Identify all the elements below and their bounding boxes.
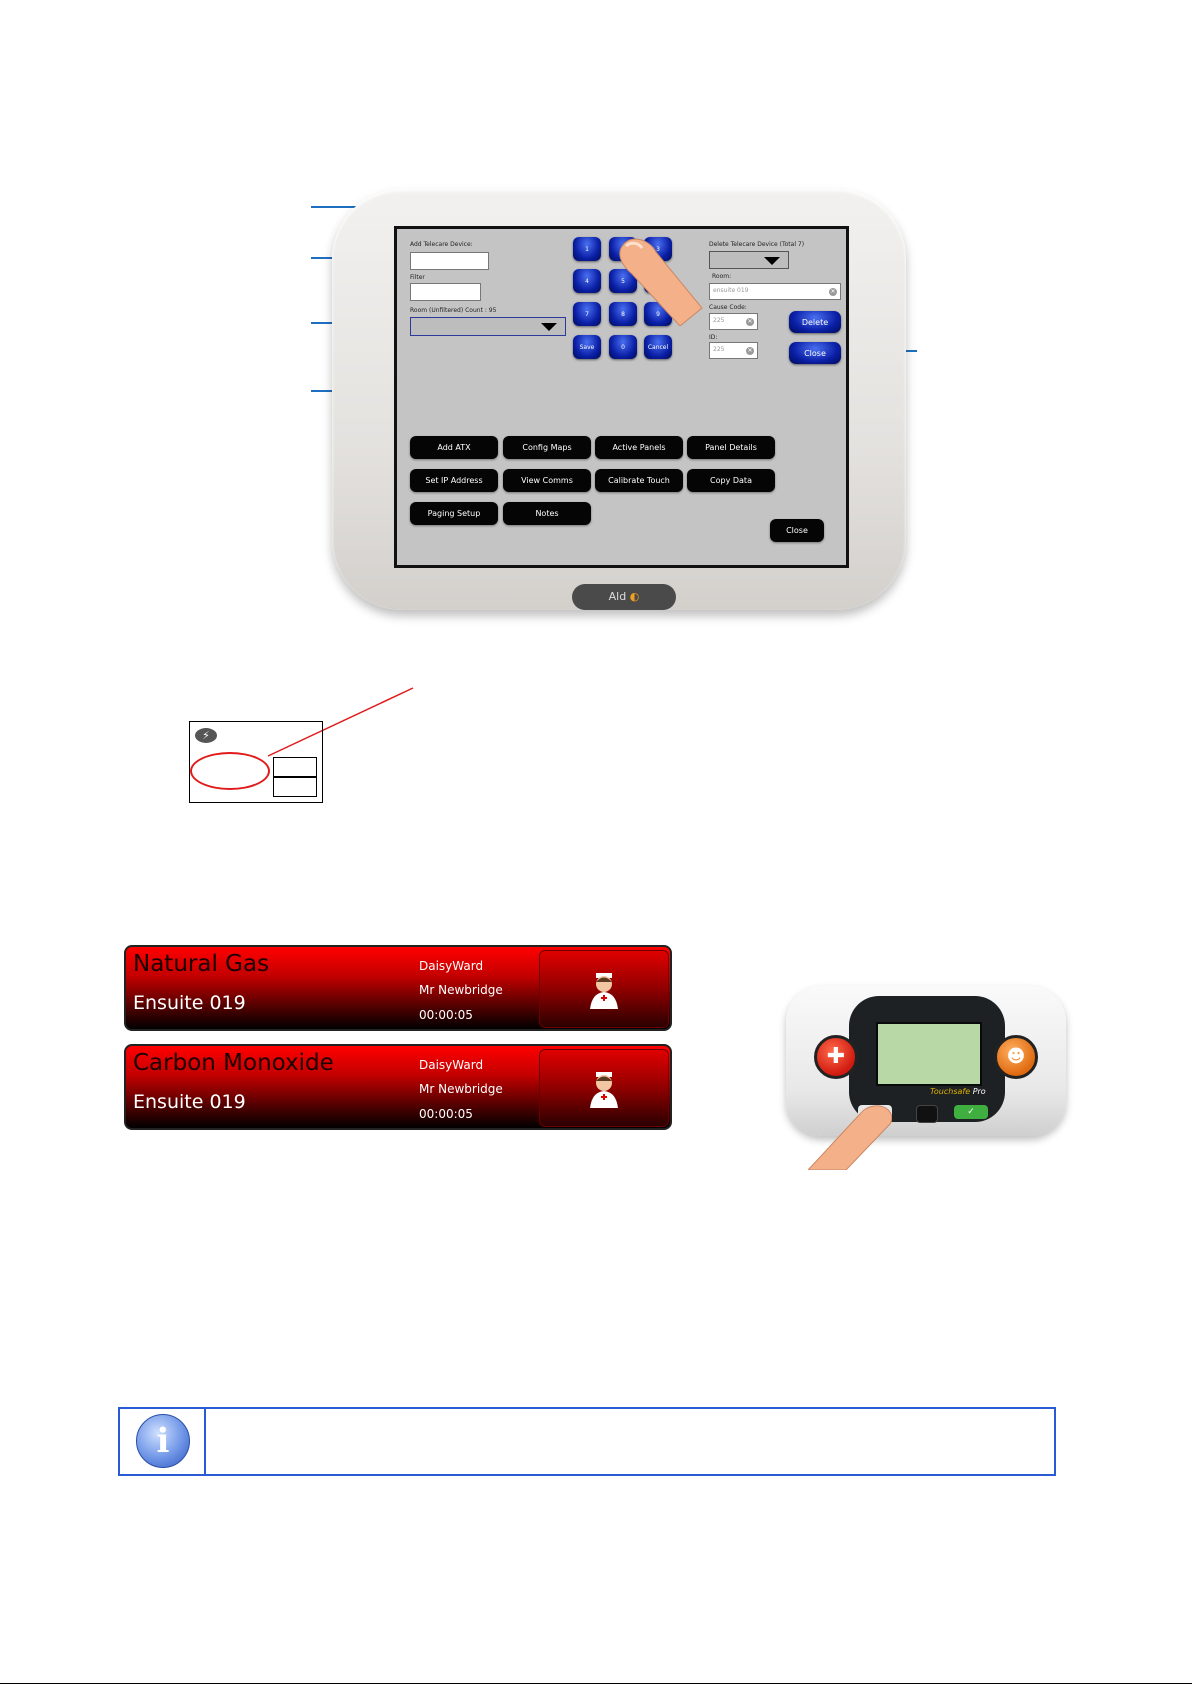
filter-label: Filter xyxy=(410,274,425,281)
alarm-person: Mr Newbridge xyxy=(419,983,503,997)
room-field[interactable]: ensuite 019 ✕ xyxy=(709,283,841,300)
handset-brand: Touchsafe Pro xyxy=(930,1087,986,1096)
alarm-location: Ensuite 019 xyxy=(133,992,246,1014)
callout-line xyxy=(267,687,414,757)
chevron-down-icon xyxy=(764,257,780,265)
highlight-ellipse xyxy=(190,752,270,790)
power-icon: ◐ xyxy=(629,590,640,603)
chevron-down-icon xyxy=(541,323,557,331)
save-key[interactable]: Save xyxy=(573,335,601,359)
paging-setup-button[interactable]: Paging Setup xyxy=(410,502,498,525)
cancel-key[interactable]: Cancel xyxy=(644,335,672,359)
device-logo-bar: Ald ◐ xyxy=(572,584,676,610)
filter-input[interactable] xyxy=(410,283,481,301)
alarm-timer: 00:00:05 xyxy=(419,1107,473,1121)
delete-button[interactable]: Delete xyxy=(789,311,841,333)
handset-center-key[interactable] xyxy=(916,1105,938,1123)
finger-icon xyxy=(808,1105,892,1170)
handset-model: Pro xyxy=(972,1087,986,1096)
cause-code-field[interactable]: 225 ✕ xyxy=(709,313,758,330)
active-panels-button[interactable]: Active Panels xyxy=(595,436,683,459)
room-count-label: Room (Unfiltered) Count : 95 xyxy=(410,307,497,314)
calibrate-touch-button[interactable]: Calibrate Touch xyxy=(595,469,683,492)
finger-icon xyxy=(619,238,703,326)
delete-device-dropdown[interactable] xyxy=(709,251,789,269)
alarm-title: Natural Gas xyxy=(133,951,270,977)
notes-button[interactable]: Notes xyxy=(503,502,591,525)
handset-brand-name: Touchsafe xyxy=(930,1087,971,1096)
info-divider xyxy=(204,1407,206,1476)
alarm-timer: 00:00:05 xyxy=(419,1008,473,1022)
alarm-attend-button[interactable] xyxy=(539,1049,669,1127)
id-label: ID: xyxy=(709,334,718,341)
panel-details-button[interactable]: Panel Details xyxy=(687,436,775,459)
assist-button[interactable]: ☻ xyxy=(994,1035,1038,1079)
mini-box-cell-bottom xyxy=(273,777,317,797)
clear-icon[interactable]: ✕ xyxy=(829,288,837,296)
telecare-icon: ⚡ xyxy=(195,728,217,743)
brand-logo: Ald xyxy=(608,590,627,603)
delete-device-label: Delete Telecare Device (Total 7) xyxy=(709,241,805,248)
key-0[interactable]: 0 xyxy=(609,335,637,359)
mini-panel-diagram xyxy=(189,721,323,803)
config-maps-button[interactable]: Config Maps xyxy=(503,436,591,459)
key-1[interactable]: 1 xyxy=(573,237,601,261)
id-field[interactable]: 225 ✕ xyxy=(709,342,758,359)
alarm-person: Mr Newbridge xyxy=(419,1082,503,1096)
view-comms-button[interactable]: View Comms xyxy=(503,469,591,492)
page-bottom-rule xyxy=(0,1683,1192,1684)
mini-box-cell-top xyxy=(273,757,317,777)
alarm-ward: DaisyWard xyxy=(419,959,484,973)
key-4[interactable]: 4 xyxy=(573,269,601,293)
key-5[interactable]: 5 xyxy=(609,269,637,293)
alarm-attend-button[interactable] xyxy=(539,950,669,1028)
room-label: Room: xyxy=(712,273,732,280)
alarm-bar-carbon-monoxide[interactable]: Carbon Monoxide Ensuite 019 DaisyWard Mr… xyxy=(124,1044,672,1130)
clear-icon[interactable]: ✕ xyxy=(746,318,754,326)
alarm-location: Ensuite 019 xyxy=(133,1091,246,1113)
keypad: 1 2 3 4 5 6 7 8 9 Save 0 Cancel xyxy=(573,237,675,362)
key-8[interactable]: 8 xyxy=(609,302,637,326)
cause-code-label: Cause Code: xyxy=(709,304,747,311)
add-device-label: Add Telecare Device: xyxy=(410,241,473,248)
set-ip-address-button[interactable]: Set IP Address xyxy=(410,469,498,492)
close-button-blue[interactable]: Close xyxy=(789,342,841,364)
key-7[interactable]: 7 xyxy=(573,302,601,326)
cause-code-value: 225 xyxy=(713,317,725,324)
info-note-box xyxy=(118,1407,1056,1476)
clear-icon[interactable]: ✕ xyxy=(746,347,754,355)
nurse-icon xyxy=(590,973,618,1009)
room-dropdown[interactable] xyxy=(410,317,566,336)
medical-alert-button[interactable]: ✚ xyxy=(814,1035,858,1079)
close-button[interactable]: Close xyxy=(770,519,824,542)
copy-data-button[interactable]: Copy Data xyxy=(687,469,775,492)
id-value: 225 xyxy=(713,346,725,353)
add-atx-button[interactable]: Add ATX xyxy=(410,436,498,459)
add-device-input[interactable] xyxy=(410,252,489,270)
nurse-icon xyxy=(590,1072,618,1108)
alarm-title: Carbon Monoxide xyxy=(133,1050,334,1076)
alarm-ward: DaisyWard xyxy=(419,1058,484,1072)
information-icon: i xyxy=(136,1414,190,1468)
room-value: ensuite 019 xyxy=(713,287,749,294)
handset-green-key[interactable]: ✓ xyxy=(954,1105,988,1119)
alarm-bar-natural-gas[interactable]: Natural Gas Ensuite 019 DaisyWard Mr New… xyxy=(124,945,672,1031)
handset-screen xyxy=(876,1022,982,1086)
